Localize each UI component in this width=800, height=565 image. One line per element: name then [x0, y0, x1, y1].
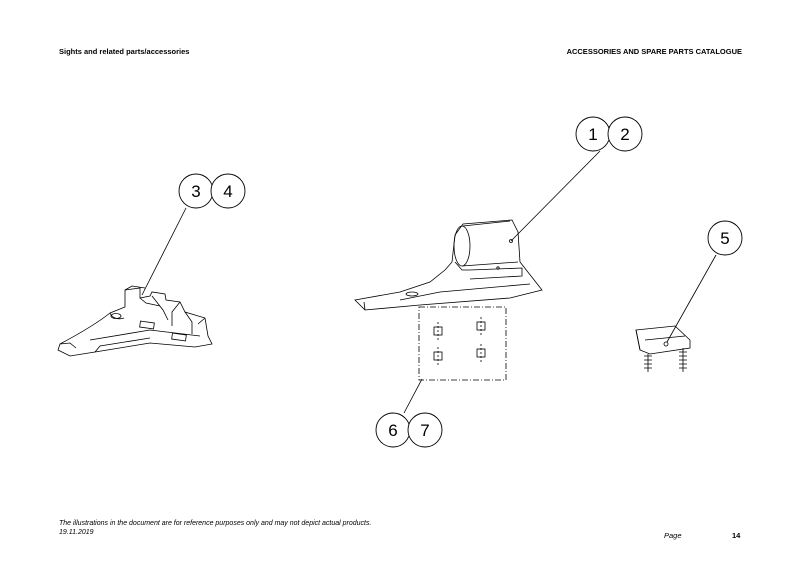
callout-6-label: 6	[388, 421, 397, 440]
part-sight-tube-middle	[354, 219, 543, 311]
callout-7-circle	[407, 412, 443, 448]
part-rear-sight-small	[635, 325, 691, 372]
callout-4-circle	[210, 173, 246, 209]
part-sight-base-left	[57, 285, 213, 357]
footer-disclaimer: The illustrations in the document are fo…	[59, 519, 371, 537]
page-label: Page	[664, 531, 682, 540]
callout-1-label: 1	[588, 125, 597, 144]
callout-5-label: 5	[720, 229, 729, 248]
callout-2-circle	[607, 116, 643, 152]
header-section-title: Sights and related parts/accessories	[59, 47, 190, 56]
callout-5-circle	[707, 220, 743, 256]
callout-3-label: 3	[191, 182, 200, 201]
header-catalogue-title: ACCESSORIES AND SPARE PARTS CATALOGUE	[566, 47, 742, 56]
callout-4-label: 4	[223, 182, 232, 201]
footer-date: 19.11.2019	[59, 529, 94, 536]
part-screw-set-inset	[418, 306, 507, 381]
callout-7-label: 7	[420, 421, 429, 440]
callout-2-label: 2	[620, 125, 629, 144]
page-number: 14	[732, 531, 741, 540]
footer-disclaimer-text: The illustrations in the document are fo…	[59, 520, 372, 527]
